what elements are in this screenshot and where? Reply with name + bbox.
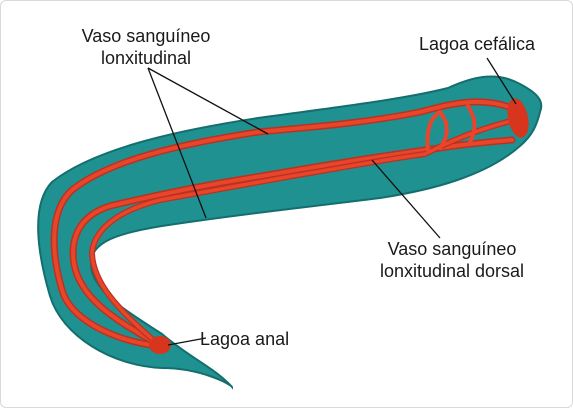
label-dorsal-vessel: Vaso sanguíneo lonxitudinal dorsal (352, 238, 552, 282)
label-dorsal-vessel-line1: Vaso sanguíneo (352, 238, 552, 260)
label-cephalic-lagoon: Lagoa cefálica (402, 33, 552, 55)
label-longitudinal-vessel-line2: lonxitudinal (66, 47, 226, 69)
anal-lagoon (149, 336, 171, 354)
label-anal-lagoon: Lagoa anal (200, 328, 340, 350)
label-longitudinal-vessel-line1: Vaso sanguíneo (66, 25, 226, 47)
label-longitudinal-vessel: Vaso sanguíneo lonxitudinal (66, 25, 226, 69)
label-dorsal-vessel-line2: lonxitudinal dorsal (352, 260, 552, 282)
leader-longitudinal-outer (148, 68, 268, 134)
